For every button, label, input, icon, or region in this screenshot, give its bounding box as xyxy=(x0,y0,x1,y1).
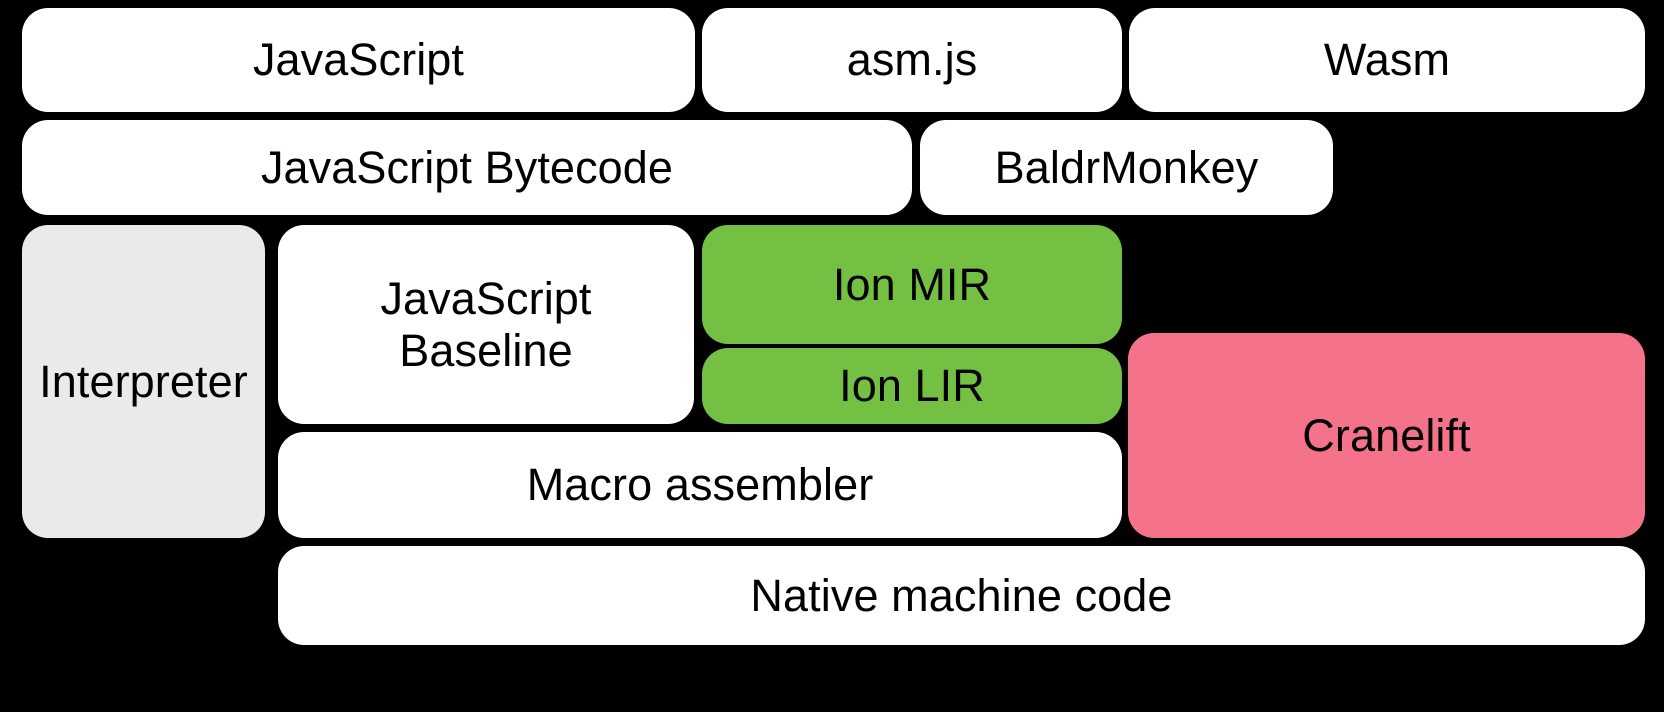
box-javascript: JavaScript xyxy=(22,8,695,112)
box-javascript-baseline: JavaScript Baseline xyxy=(278,225,694,424)
box-macro-assembler: Macro assembler xyxy=(278,432,1122,538)
box-ion-mir: Ion MIR xyxy=(702,225,1122,344)
box-asmjs: asm.js xyxy=(702,8,1122,112)
box-native-machine-code: Native machine code xyxy=(278,546,1645,645)
box-javascript-bytecode: JavaScript Bytecode xyxy=(22,120,912,215)
box-interpreter: Interpreter xyxy=(22,225,265,538)
box-cranelift: Cranelift xyxy=(1128,333,1645,538)
box-ion-lir: Ion LIR xyxy=(702,348,1122,424)
box-baldrmonkey: BaldrMonkey xyxy=(920,120,1333,215)
box-wasm: Wasm xyxy=(1129,8,1645,112)
